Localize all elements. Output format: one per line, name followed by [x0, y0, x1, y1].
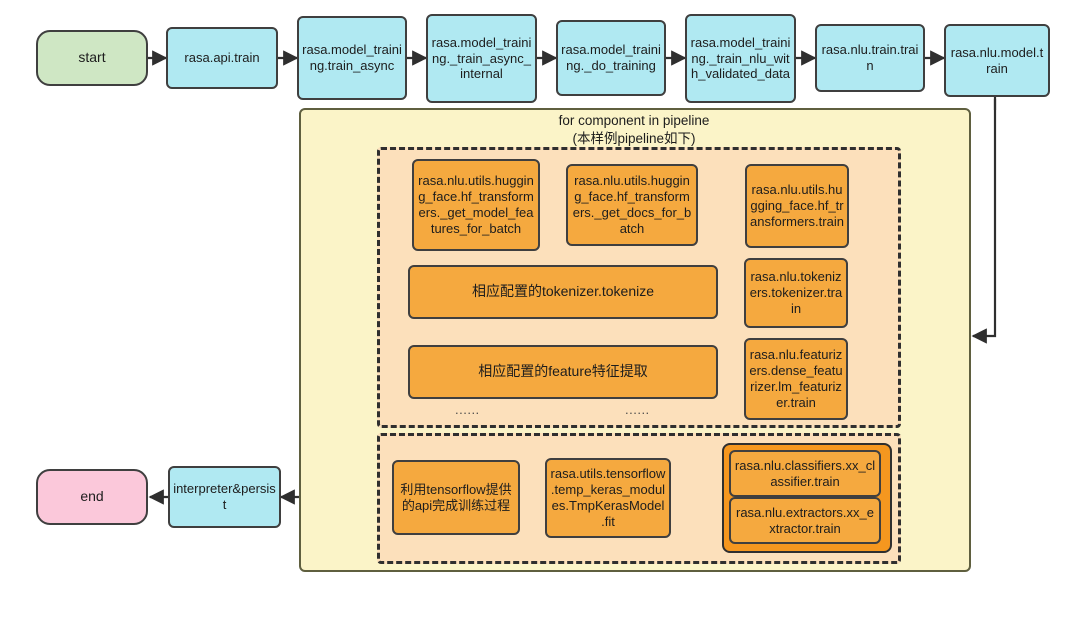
node-extractor-train-label: rasa.nlu.extractors.xx_extractor.train	[735, 504, 874, 536]
node-train-async-internal-label: rasa.model_training._train_async_interna…	[431, 34, 532, 82]
node-hf-transformers-train: rasa.nlu.utils.hugging_face.hf_transform…	[745, 164, 849, 248]
node-nlu-model-train-label: rasa.nlu.model.train	[950, 44, 1044, 76]
node-train-async: rasa.model_training.train_async	[297, 16, 407, 100]
end-node-label: end	[80, 488, 104, 505]
node-keras-model-fit-label: rasa.utils.tensorflow.temp_keras_modules…	[550, 466, 666, 529]
node-train-nlu-with-validated-data-label: rasa.model_training._train_nlu_with_vali…	[690, 34, 791, 82]
node-nlu-train: rasa.nlu.train.train	[815, 24, 925, 92]
node-nlu-train-label: rasa.nlu.train.train	[821, 42, 919, 73]
node-interpreter-persist-label: interpreter&persist	[173, 481, 276, 512]
node-lm-featurizer-train: rasa.nlu.featurizers.dense_featurizer.lm…	[744, 338, 848, 420]
start-node-label: start	[78, 49, 106, 66]
node-tokenizer-train: rasa.nlu.tokenizers.tokenizer.train	[744, 258, 848, 328]
node-keras-model-fit: rasa.utils.tensorflow.temp_keras_modules…	[545, 458, 671, 538]
node-train-nlu-with-validated-data: rasa.model_training._train_nlu_with_vali…	[685, 14, 796, 103]
arrow-modeltrain-to-loop	[971, 99, 997, 344]
node-hf-get-docs-for-batch-label: rasa.nlu.utils.hugging_face.hf_transform…	[572, 173, 692, 236]
node-feature-extraction-label: 相应配置的feature特征提取	[478, 363, 648, 380]
loop-container-label: for component in pipeline (本样例pipeline如下…	[439, 112, 829, 148]
node-feature-extraction: 相应配置的feature特征提取	[408, 345, 718, 399]
node-tensorflow-api-train-label: 利用tensorflow提供的api完成训练过程	[400, 481, 512, 513]
node-lm-featurizer-train-label: rasa.nlu.featurizers.dense_featurizer.lm…	[749, 347, 843, 410]
node-api-train-label: rasa.api.train	[184, 50, 260, 66]
node-nlu-model-train: rasa.nlu.model.train	[944, 24, 1050, 97]
loop-label-line2: (本样例pipeline如下)	[572, 130, 696, 146]
node-train-async-label: rasa.model_training.train_async	[302, 42, 402, 73]
node-tokenizer-tokenize-label: 相应配置的tokenizer.tokenize	[471, 283, 655, 300]
node-interpreter-persist: interpreter&persist	[168, 466, 281, 528]
node-tensorflow-api-train: 利用tensorflow提供的api完成训练过程	[392, 460, 520, 535]
node-hf-get-model-features-label: rasa.nlu.utils.hugging_face.hf_transform…	[418, 173, 534, 236]
node-do-training: rasa.model_training._do_training	[556, 20, 666, 96]
node-classifier-train: rasa.nlu.classifiers.xx_classifier.train	[729, 450, 881, 497]
node-hf-get-docs-for-batch: rasa.nlu.utils.hugging_face.hf_transform…	[566, 164, 698, 246]
ellipsis-marker-middle: ......	[625, 402, 650, 417]
node-tokenizer-tokenize: 相应配置的tokenizer.tokenize	[408, 265, 718, 319]
node-classifier-train-label: rasa.nlu.classifiers.xx_classifier.train	[734, 457, 876, 489]
node-hf-get-model-features: rasa.nlu.utils.hugging_face.hf_transform…	[412, 159, 540, 251]
end-node: end	[36, 469, 148, 525]
node-api-train: rasa.api.train	[166, 27, 278, 89]
ellipsis-marker-left: ......	[455, 402, 480, 417]
node-tokenizer-train-label: rasa.nlu.tokenizers.tokenizer.train	[749, 269, 843, 316]
node-hf-transformers-train-label: rasa.nlu.utils.hugging_face.hf_transform…	[750, 182, 844, 229]
node-do-training-label: rasa.model_training._do_training	[561, 42, 661, 73]
start-node: start	[36, 30, 148, 86]
node-extractor-train: rasa.nlu.extractors.xx_extractor.train	[729, 497, 881, 544]
loop-label-line1: for component in pipeline	[558, 113, 710, 128]
node-train-async-internal: rasa.model_training._train_async_interna…	[426, 14, 537, 103]
